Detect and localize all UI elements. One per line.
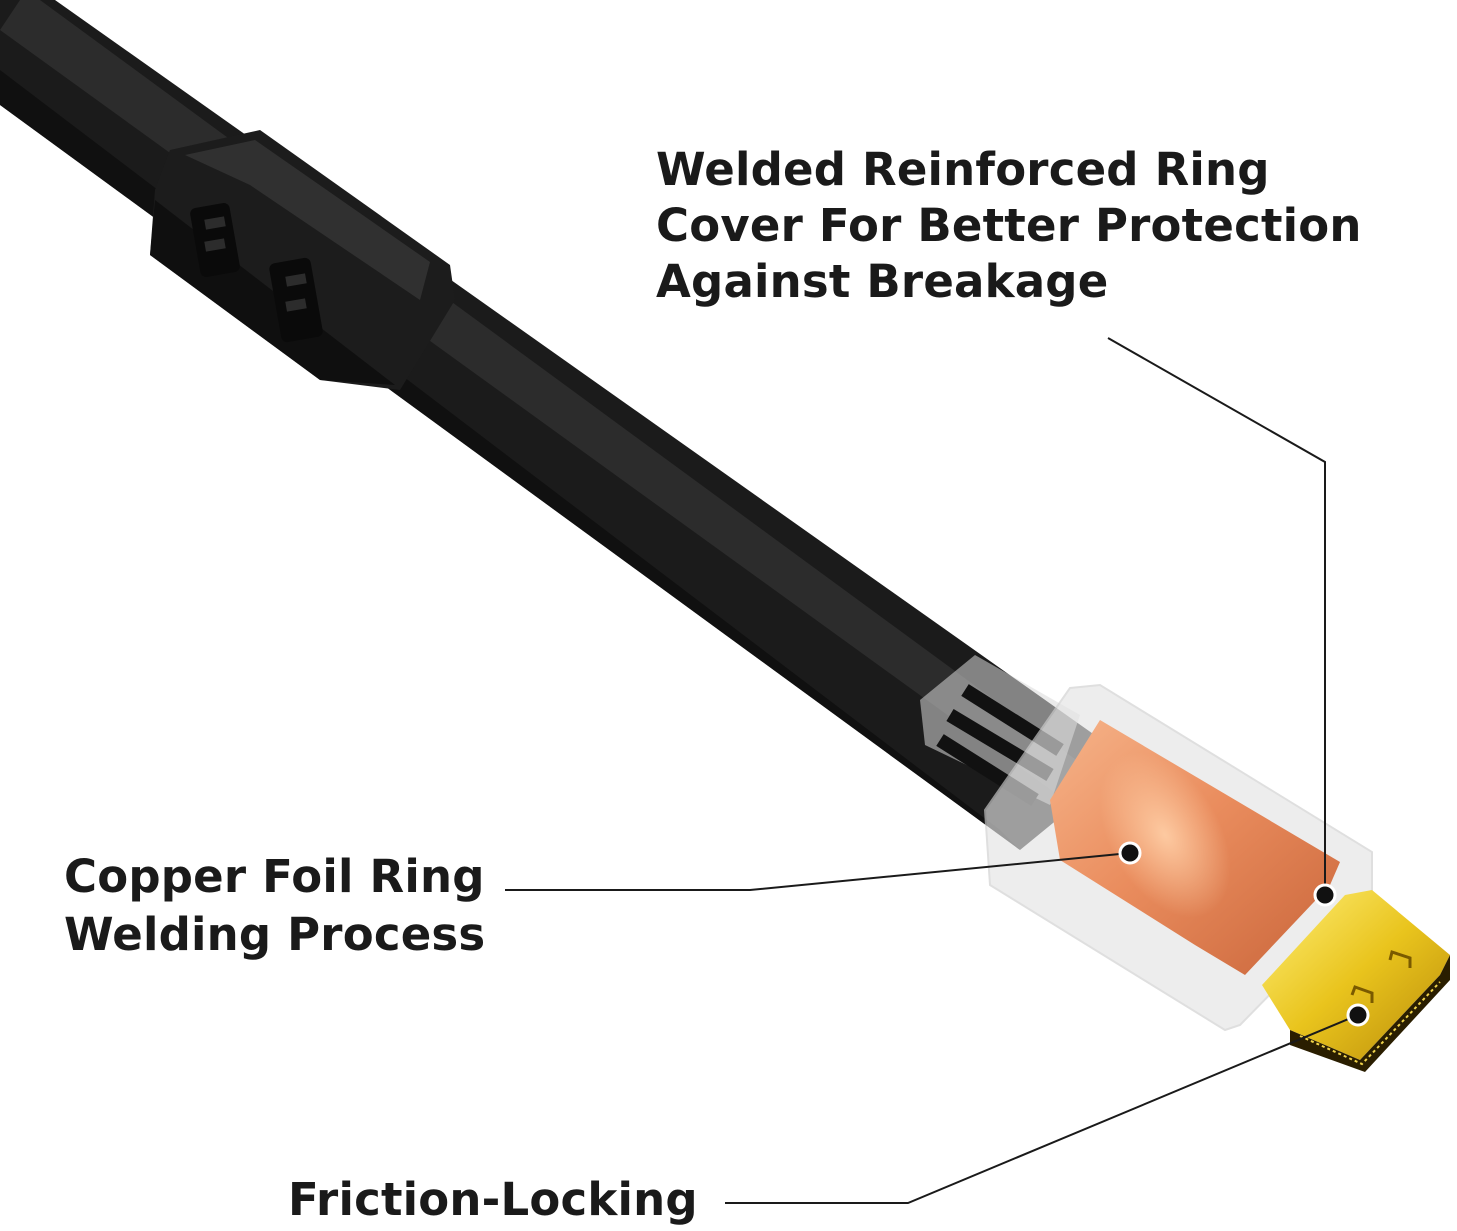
hdmi-connector-icon bbox=[983, 683, 1450, 1072]
ferrite-core-icon bbox=[150, 130, 455, 390]
callout-line: Against Breakage bbox=[656, 255, 1109, 308]
callout-line: Copper Foil Ring bbox=[64, 850, 485, 903]
callout-friction-locking: Friction-Locking bbox=[288, 1172, 698, 1228]
callout-line: Friction-Locking bbox=[288, 1173, 698, 1226]
callout-line: Welding Process bbox=[64, 908, 486, 961]
callout-copper-foil: Copper Foil Ring Welding Process bbox=[64, 848, 485, 964]
callout-leaders bbox=[505, 337, 1370, 1204]
callout-line: Cover For Better Protection bbox=[656, 199, 1362, 252]
callout-line: Welded Reinforced Ring bbox=[656, 143, 1270, 196]
callout-reinforced-ring: Welded Reinforced Ring Cover For Better … bbox=[656, 142, 1362, 310]
